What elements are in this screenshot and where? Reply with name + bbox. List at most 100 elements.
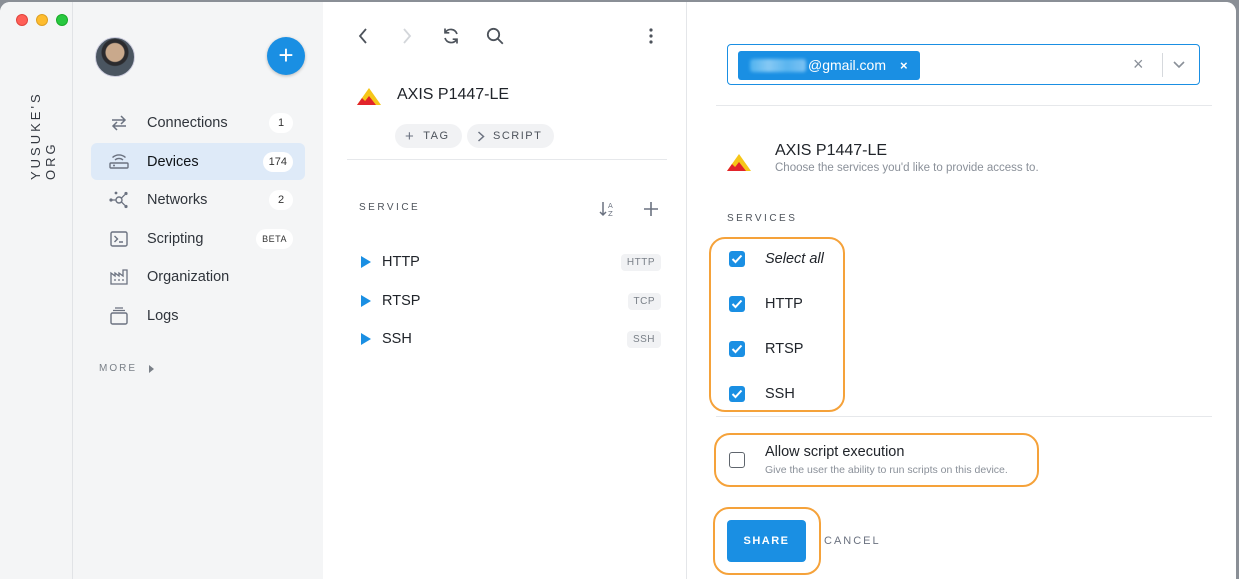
- chevron-down-icon[interactable]: [1172, 55, 1186, 75]
- divider: [1162, 53, 1163, 77]
- service-name: RTSP: [382, 293, 421, 309]
- clear-field-icon[interactable]: ×: [1133, 54, 1144, 74]
- sidebar-item-logs[interactable]: Logs: [91, 297, 305, 334]
- rtsp-checkbox[interactable]: RTSP: [729, 341, 803, 357]
- plus-icon: +: [405, 127, 416, 145]
- service-row[interactable]: RTSP TCP: [361, 289, 661, 313]
- count-badge: 1: [269, 112, 293, 133]
- play-icon: [361, 256, 371, 268]
- checkbox-checked-icon: [729, 296, 745, 312]
- sidebar-item-connections[interactable]: Connections 1: [91, 104, 305, 141]
- svg-text:A: A: [608, 202, 613, 210]
- sidebar-item-label: Logs: [147, 307, 179, 324]
- select-all-checkbox[interactable]: Select all: [729, 251, 824, 267]
- service-name: HTTP: [382, 254, 420, 270]
- divider: [347, 159, 667, 160]
- add-tag-chip[interactable]: + TAG: [395, 124, 462, 148]
- org-strip: YUSUKE'S ORG: [0, 2, 73, 579]
- refresh-button[interactable]: [439, 24, 463, 48]
- zoom-window-button[interactable]: [56, 14, 68, 26]
- allow-script-title: Allow script execution: [765, 444, 905, 460]
- remove-email-icon[interactable]: ×: [900, 58, 908, 73]
- sidebar-item-label: Devices: [147, 153, 199, 170]
- refresh-icon: [444, 28, 458, 44]
- tag-label: TAG: [423, 130, 450, 142]
- chevron-right-icon: [403, 28, 412, 44]
- checkbox-unchecked-icon: [729, 452, 745, 468]
- devices-icon: [91, 153, 147, 170]
- service-header: SERVICE: [359, 202, 421, 213]
- allow-script-checkbox[interactable]: Allow script execution Give the user the…: [729, 444, 1008, 476]
- checkbox-checked-icon: [729, 341, 745, 357]
- scripting-icon: [91, 230, 147, 247]
- forward-button[interactable]: [395, 24, 419, 48]
- checkbox-label: SSH: [765, 386, 795, 402]
- networks-icon: [91, 191, 147, 209]
- sort-icon: AZ: [599, 202, 613, 218]
- axis-logo-icon: [357, 88, 381, 105]
- avatar[interactable]: [95, 37, 135, 77]
- divider: [716, 416, 1212, 417]
- sidebar-item-devices[interactable]: Devices 174: [91, 143, 305, 180]
- checkbox-checked-icon: [729, 251, 745, 267]
- cancel-button[interactable]: CANCEL: [824, 535, 881, 547]
- http-checkbox[interactable]: HTTP: [729, 296, 803, 312]
- expand-right-icon: [149, 364, 154, 373]
- email-chip[interactable]: @gmail.com ×: [738, 51, 920, 80]
- allow-script-description: Give the user the ability to run scripts…: [765, 464, 1008, 476]
- svg-text:Z: Z: [608, 210, 613, 218]
- checkbox-checked-icon: [729, 386, 745, 402]
- checkbox-label: HTTP: [765, 296, 803, 312]
- sidebar-item-organization[interactable]: Organization: [91, 258, 305, 295]
- sidebar-item-label: Networks: [147, 191, 208, 208]
- checkbox-label: RTSP: [765, 341, 804, 357]
- services-highlight: [709, 237, 845, 412]
- email-recipient-field[interactable]: @gmail.com × ×: [727, 44, 1200, 85]
- device-title: AXIS P1447-LE: [397, 86, 510, 103]
- play-icon: [361, 333, 371, 345]
- script-label: SCRIPT: [493, 130, 543, 142]
- sidebar-item-label: Organization: [147, 268, 230, 285]
- services-header: SERVICES: [727, 213, 798, 224]
- script-chip[interactable]: SCRIPT: [467, 124, 555, 148]
- axis-logo-icon: [727, 154, 751, 171]
- plus-icon: [644, 202, 658, 216]
- background-edge: [1236, 0, 1239, 579]
- beta-badge: BETA: [256, 228, 293, 249]
- service-name: SSH: [382, 331, 412, 347]
- share-device-title: AXIS P1447-LE: [775, 142, 888, 159]
- more-label: MORE: [99, 363, 137, 374]
- logs-icon: [91, 306, 147, 325]
- kebab-menu-icon: [649, 28, 653, 44]
- add-service-button[interactable]: [639, 197, 663, 221]
- ssh-checkbox[interactable]: SSH: [729, 386, 795, 402]
- close-window-button[interactable]: [16, 14, 28, 26]
- share-panel: @gmail.com × × AXIS P1447-LE Choose the …: [688, 2, 1236, 579]
- redacted-email: [750, 59, 806, 72]
- minimize-window-button[interactable]: [36, 14, 48, 26]
- org-name[interactable]: YUSUKE'S ORG: [28, 91, 58, 180]
- sidebar-item-networks[interactable]: Networks 2: [91, 181, 305, 218]
- email-suffix: @gmail.com: [808, 57, 887, 73]
- share-button[interactable]: SHARE: [727, 520, 806, 562]
- more-toggle[interactable]: MORE: [99, 363, 154, 374]
- sidebar-item-scripting[interactable]: Scripting BETA: [91, 220, 305, 257]
- connections-icon: [91, 114, 147, 131]
- add-button[interactable]: +: [267, 37, 305, 75]
- service-row[interactable]: SSH SSH: [361, 327, 661, 351]
- search-button[interactable]: [483, 24, 507, 48]
- play-icon: [361, 295, 371, 307]
- share-subtitle: Choose the services you'd like to provid…: [775, 162, 1039, 174]
- service-row[interactable]: HTTP HTTP: [361, 250, 661, 274]
- count-badge: 174: [262, 151, 293, 172]
- chevron-left-icon: [358, 28, 367, 44]
- search-icon: [486, 27, 504, 45]
- service-type-tag: SSH: [626, 330, 661, 348]
- count-badge: 2: [269, 189, 293, 210]
- service-type-tag: HTTP: [620, 253, 661, 271]
- sidebar-item-label: Connections: [147, 114, 228, 131]
- more-options-button[interactable]: [639, 24, 663, 48]
- back-button[interactable]: [351, 24, 375, 48]
